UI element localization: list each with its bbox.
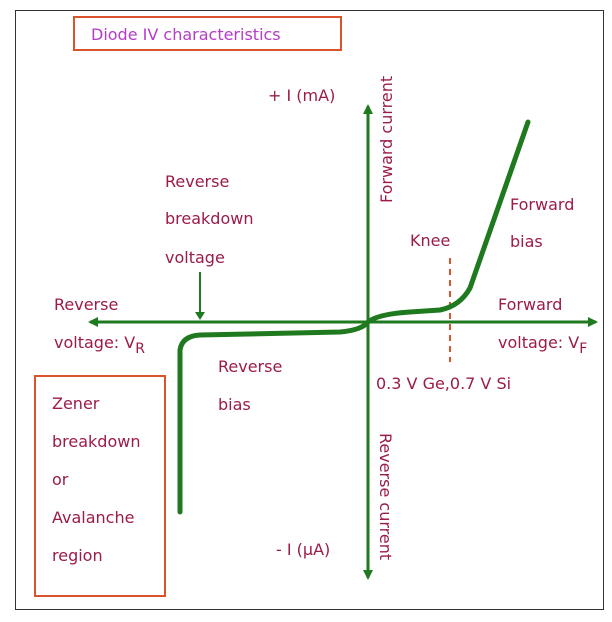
forward-bias-line-1: Forward <box>510 195 574 214</box>
positive-current-label: + I (mA) <box>268 86 335 105</box>
knee-label: Knee <box>410 231 450 250</box>
reverse-current-label: Reverse current <box>376 433 395 560</box>
reverse-bias-line-2: bias <box>218 395 251 414</box>
forward-current-label: Forward current <box>377 76 396 203</box>
zener-line-2: breakdown <box>52 432 140 451</box>
zener-line-1: Zener <box>52 394 100 413</box>
reverse-bias-line-1: Reverse <box>218 357 282 376</box>
negative-current-label: - I (μA) <box>276 540 330 559</box>
reverse-breakdown-line-3: voltage <box>165 248 225 267</box>
iv-curve <box>177 119 531 515</box>
forward-voltage-line-1: Forward <box>498 295 562 314</box>
forward-voltage-line-2: voltage: VF <box>498 333 587 357</box>
title-box <box>73 16 342 51</box>
zener-line-3: or <box>52 470 69 489</box>
forward-bias-line-2: bias <box>510 232 543 251</box>
forward-voltage-text: voltage: V <box>498 333 579 352</box>
reverse-breakdown-line-2: breakdown <box>165 209 253 228</box>
reverse-breakdown-line-1: Reverse <box>165 172 229 191</box>
threshold-voltage-label: 0.3 V Ge,0.7 V Si <box>376 374 511 393</box>
reverse-voltage-text: voltage: V <box>54 333 135 352</box>
reverse-voltage-subscript: R <box>135 341 145 357</box>
reverse-voltage-line-1: Reverse <box>54 295 118 314</box>
zener-region-box <box>34 375 166 597</box>
reverse-voltage-line-2: voltage: VR <box>54 333 145 357</box>
zener-line-5: region <box>52 546 103 565</box>
diagram-frame <box>15 10 604 610</box>
diagram-title: Diode IV characteristics <box>91 25 281 44</box>
zener-line-4: Avalanche <box>52 508 134 527</box>
forward-voltage-subscript: F <box>579 341 587 357</box>
